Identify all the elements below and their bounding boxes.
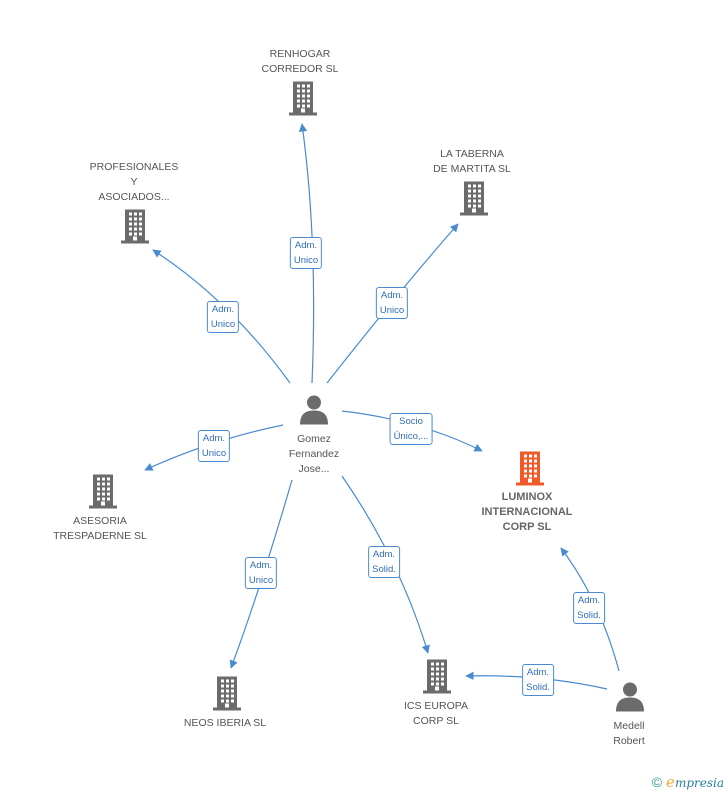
- node-medell-label[interactable]: Medell Robert: [613, 720, 645, 747]
- edge-label-gomez-asesoria[interactable]: Adm. Unico: [197, 430, 231, 462]
- building-icon[interactable]: [458, 180, 490, 221]
- node-neos-label[interactable]: NEOS IBERIA SL: [183, 717, 267, 729]
- node-ics-label[interactable]: ICS EUROPA CORP SL: [404, 700, 468, 727]
- building-icon[interactable]: [287, 80, 319, 121]
- building-icon[interactable]: [87, 473, 119, 514]
- building-icon[interactable]: [421, 658, 453, 699]
- node-asesoria-label[interactable]: ASESORIA TRESPADERNE SL: [53, 515, 147, 542]
- node-renhogar-label[interactable]: RENHOGAR CORREDOR SL: [261, 48, 339, 75]
- node-luminox-label[interactable]: LUMINOX INTERNACIONAL CORP SL: [481, 491, 573, 533]
- edge-label-medell-ics[interactable]: Adm. Solid.: [522, 664, 554, 696]
- empresia-logo: ©empresia: [651, 773, 724, 791]
- edge-label-gomez-luminox[interactable]: Socio Único,...: [389, 413, 433, 445]
- edge-label-gomez-taberna[interactable]: Adm. Unico: [375, 287, 409, 319]
- node-gomez-label[interactable]: Gomez Fernandez Jose...: [288, 433, 340, 475]
- building-icon[interactable]: [119, 208, 151, 249]
- edge-label-gomez-neos[interactable]: Adm. Unico: [244, 557, 278, 589]
- building-icon-highlighted[interactable]: [514, 450, 546, 491]
- person-icon[interactable]: [299, 395, 329, 430]
- building-icon[interactable]: [211, 675, 243, 716]
- node-profesionales-label[interactable]: PROFESIONALES Y ASOCIADOS...: [89, 161, 179, 203]
- edge-label-medell-luminox[interactable]: Adm. Solid.: [573, 592, 605, 624]
- node-la-taberna-label[interactable]: LA TABERNA DE MARTITA SL: [433, 148, 511, 175]
- person-icon[interactable]: [615, 682, 645, 717]
- edge-label-gomez-ics[interactable]: Adm. Solid.: [368, 546, 400, 578]
- edge-label-gomez-profesionales[interactable]: Adm. Unico: [206, 301, 240, 333]
- edge-label-gomez-renhogar[interactable]: Adm. Unico: [289, 237, 323, 269]
